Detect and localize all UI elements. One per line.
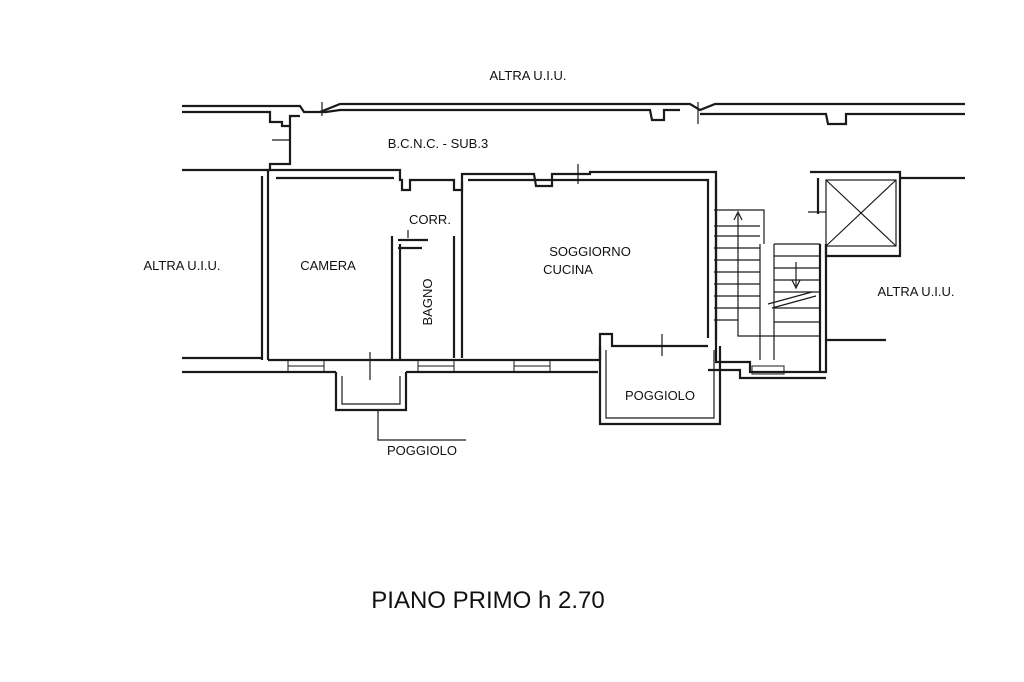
label-bcnc: B.C.N.C. - SUB.3 xyxy=(388,136,488,151)
lift-shaft xyxy=(808,170,965,258)
right-balcony xyxy=(598,346,722,426)
label-poggiolo-left: POGGIOLO xyxy=(387,443,457,458)
bottom-facade xyxy=(182,332,708,380)
label-camera: CAMERA xyxy=(300,258,356,273)
corridor-walls xyxy=(182,102,965,172)
left-balcony xyxy=(334,372,466,441)
interior-partitions xyxy=(390,182,464,360)
label-soggiorno: SOGGIORNO xyxy=(549,244,631,259)
label-corr: CORR. xyxy=(409,212,451,227)
staircase xyxy=(708,180,886,380)
label-cucina: CUCINA xyxy=(543,262,593,277)
room-labels: ALTRA U.I.U. B.C.N.C. - SUB.3 CORR. ALTR… xyxy=(143,68,954,614)
label-altra-top: ALTRA U.I.U. xyxy=(489,68,566,83)
label-altra-right: ALTRA U.I.U. xyxy=(877,284,954,299)
label-poggiolo-right: POGGIOLO xyxy=(625,388,695,403)
plan-title: PIANO PRIMO h 2.70 xyxy=(371,587,604,614)
label-altra-left: ALTRA U.I.U. xyxy=(143,258,220,273)
label-bagno: BAGNO xyxy=(420,279,435,326)
